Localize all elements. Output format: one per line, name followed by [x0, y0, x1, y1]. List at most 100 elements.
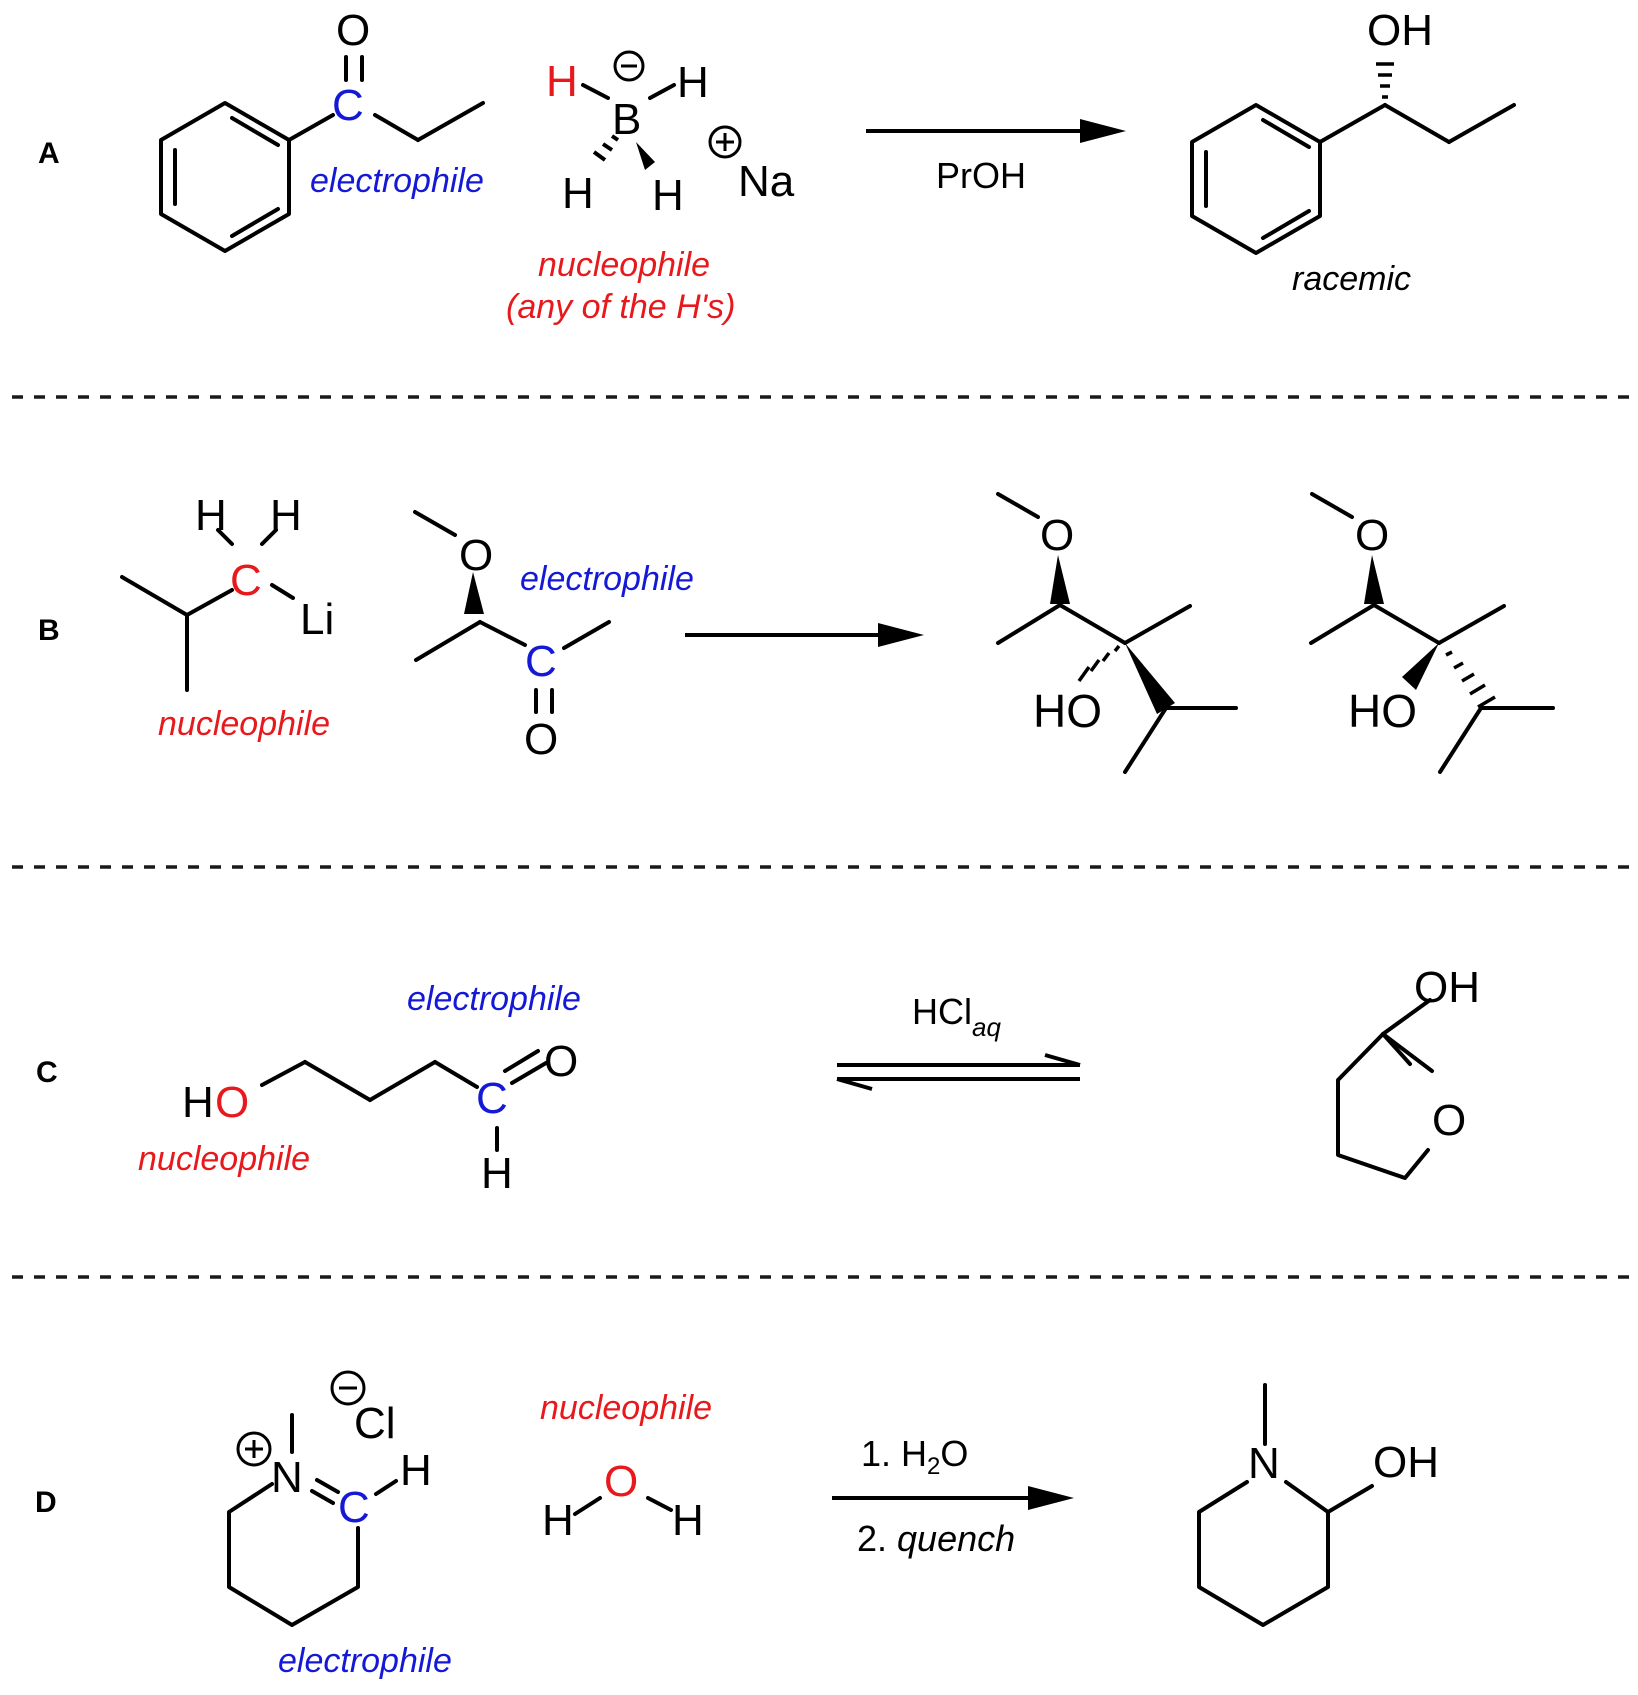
- panel-c: C H O C O H electrophile nucleophile H: [36, 963, 1480, 1198]
- panel-d: D N Cl C H electrophile nucle: [35, 1370, 1439, 1680]
- electrophile-label: electrophile: [278, 1642, 452, 1680]
- ring-oxygen: O: [1432, 1096, 1466, 1145]
- panel-b-nucleophile-reagent: H H C Li nucleophile: [120, 491, 334, 743]
- hydroxyl-group: OH: [1367, 6, 1433, 55]
- nucleophilic-oxygen: O: [604, 1457, 638, 1506]
- solid-wedge-bond: [1402, 643, 1439, 690]
- panel-a-product: OH racemic: [1190, 6, 1516, 298]
- panel-d-product: N OH: [1197, 1383, 1439, 1627]
- benzene-ring: [159, 101, 291, 253]
- positive-charge-icon: [708, 125, 742, 159]
- aldehyde-hydrogen: H: [481, 1149, 513, 1198]
- solid-wedge-bond: [1364, 555, 1384, 604]
- hashed-wedge-bond: [1445, 650, 1496, 709]
- ring-bonds: [1197, 1480, 1330, 1627]
- ring-nitrogen: N: [1248, 1439, 1280, 1488]
- panel-c-substrate: H O C O H electrophile nucleophile: [138, 980, 581, 1198]
- carbonyl-oxygen: O: [544, 1037, 578, 1086]
- step-2-condition: 2. quench: [857, 1518, 1015, 1559]
- ring-double-bond: [230, 207, 280, 238]
- bond: [216, 528, 234, 546]
- hashed-wedge-bond: [1376, 62, 1394, 99]
- electrophilic-carbon: C: [332, 81, 364, 130]
- negative-charge-icon: [330, 1370, 366, 1406]
- bond: [1438, 706, 1483, 774]
- nucleophile-label: nucleophile: [540, 1389, 712, 1427]
- bond: [1123, 706, 1168, 774]
- electrophile-label: electrophile: [407, 980, 581, 1018]
- iminium-nitrogen: N: [271, 1453, 303, 1502]
- chloride-anion: Cl: [354, 1399, 396, 1448]
- ring-bonds: [1336, 1032, 1434, 1180]
- stereo-note: racemic: [1292, 260, 1411, 298]
- panel-a: A O C electrophile H B H H H Na: [38, 6, 1516, 326]
- methoxy-oxygen: O: [1355, 511, 1389, 560]
- bond: [1372, 603, 1441, 645]
- hydroxyl-group: HO: [1348, 685, 1417, 737]
- panel-a-reactant: O C electrophile: [159, 6, 485, 253]
- bond: [1447, 103, 1516, 144]
- hydroxyl-group: HO: [1033, 685, 1102, 737]
- reaction-arrow: [866, 119, 1126, 143]
- hashed-wedge-bond: [1077, 644, 1121, 683]
- solid-wedge-bond: [1050, 555, 1070, 604]
- reaction-condition: HClaq: [912, 991, 1001, 1042]
- bond: [648, 83, 676, 100]
- nucleophile-label: nucleophile: [538, 246, 710, 284]
- panel-c-product: O OH: [1336, 963, 1480, 1180]
- hashed-wedge-bond: [592, 134, 620, 162]
- bond: [1310, 492, 1354, 519]
- atom-b: B: [612, 95, 641, 144]
- ring-double-bond: [1261, 209, 1311, 240]
- bond: [260, 1060, 307, 1087]
- bond: [120, 575, 189, 617]
- atom-h: H: [652, 171, 684, 220]
- carbonyl-double-bond: [503, 1049, 540, 1073]
- nucleophile-label: nucleophile: [138, 1140, 310, 1178]
- atom-h: H: [677, 58, 709, 107]
- nucleophilic-carbon: C: [230, 556, 262, 605]
- nucleophile-label: nucleophile: [158, 705, 330, 743]
- bond: [270, 583, 295, 600]
- bond: [433, 1060, 479, 1089]
- panel-d-nucleophile: nucleophile H O H: [540, 1389, 712, 1545]
- panel-b-product-1: O HO: [996, 492, 1238, 774]
- solid-wedge-bond: [636, 142, 655, 170]
- panel-b-electrophile-substrate: O C O electrophile: [413, 510, 694, 764]
- hydroxyl-group: OH: [1414, 963, 1480, 1012]
- ring-double-bond: [1261, 118, 1311, 149]
- bond: [1123, 604, 1192, 645]
- methoxy-oxygen: O: [1040, 511, 1074, 560]
- reaction-arrow: [832, 1486, 1074, 1510]
- bond: [303, 1060, 372, 1102]
- electrophile-label: electrophile: [310, 162, 484, 200]
- bond: [368, 1060, 437, 1102]
- benzene-ring: [1190, 103, 1322, 255]
- solid-wedge-bond: [464, 572, 484, 614]
- sodium-cation: Na: [738, 157, 795, 206]
- bond: [1058, 603, 1127, 645]
- nucleophilic-hydride: H: [546, 57, 578, 106]
- bond: [1326, 1484, 1374, 1514]
- nucleophilic-oxygen: O: [215, 1078, 249, 1127]
- equilibrium-arrow: [836, 1053, 1081, 1091]
- bond: [416, 101, 485, 142]
- panel-b: B H H C Li nucleophile O C O: [38, 491, 1555, 774]
- iminium-double-bond: [310, 1489, 335, 1505]
- nucleophile-note: (any of the H's): [506, 288, 735, 326]
- ring-bonds: [227, 1482, 360, 1627]
- panel-d-substrate: N Cl C H electrophile: [227, 1370, 452, 1680]
- step-1-condition: 1. H2O: [861, 1433, 968, 1480]
- bond: [1381, 1032, 1412, 1066]
- negative-charge-icon: [613, 50, 645, 82]
- atom-o: O: [336, 6, 370, 55]
- electrophilic-carbon: C: [476, 1074, 508, 1123]
- hydroxyl-group: OH: [1373, 1438, 1439, 1487]
- lithium-atom: Li: [300, 595, 334, 644]
- bond: [646, 1496, 673, 1512]
- atom-h: H: [542, 1496, 574, 1545]
- bond: [478, 620, 527, 647]
- atom-h: H: [400, 1446, 432, 1495]
- panel-b-product-2: O HO: [1309, 492, 1555, 774]
